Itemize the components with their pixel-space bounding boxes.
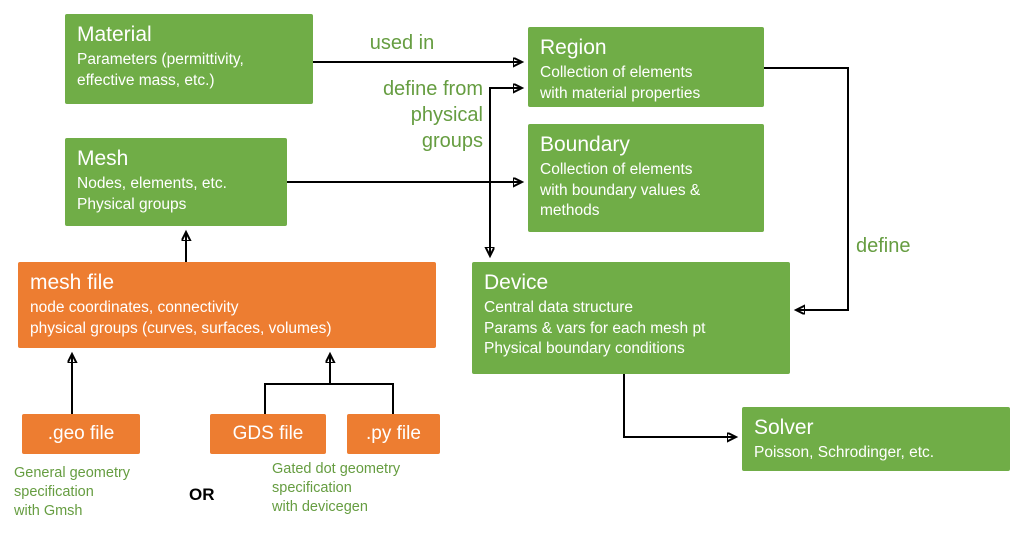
box-solver: Solver Poisson, Schrodinger, etc.: [742, 407, 1010, 471]
box-mesh-body: Nodes, elements, etc. Physical groups: [77, 175, 227, 213]
box-mesh-title: Mesh: [77, 147, 129, 170]
box-material-body: Parameters (permittivity, effective mass…: [77, 51, 244, 89]
box-device-title: Device: [484, 271, 549, 294]
box-mesh-file-title: mesh file: [30, 271, 115, 294]
box-gds-file-title: GDS file: [232, 423, 304, 444]
box-solver-title: Solver: [754, 416, 814, 439]
box-mesh-file: mesh file node coordinates, connectivity…: [18, 262, 436, 348]
box-region-body: Collection of elements with material pro…: [540, 64, 701, 102]
box-boundary-title: Boundary: [540, 133, 630, 156]
box-boundary-body: Collection of elements with boundary val…: [540, 161, 701, 220]
box-device: Device Central data structure Params & v…: [472, 262, 790, 374]
box-material: Material Parameters (permittivity, effec…: [65, 14, 313, 104]
geo-file-note: General geometry specification with Gmsh: [14, 465, 131, 520]
or-label: OR: [189, 485, 215, 504]
edge-label-define: define: [856, 235, 911, 257]
box-py-file-title: .py file: [366, 423, 421, 444]
box-boundary: Boundary Collection of elements with bou…: [528, 124, 764, 232]
gds-py-file-note: Gated dot geometry specification with de…: [272, 461, 401, 516]
box-mesh: Mesh Nodes, elements, etc. Physical grou…: [65, 138, 287, 226]
box-device-body: Central data structure Params & vars for…: [484, 299, 706, 358]
box-gds-file: GDS file: [210, 414, 326, 454]
edge-label-define-from-physical-groups: define from physical groups: [382, 78, 483, 152]
box-region: Region Collection of elements with mater…: [528, 27, 764, 107]
box-mesh-file-body: node coordinates, connectivity physical …: [30, 299, 332, 337]
box-material-title: Material: [77, 23, 152, 46]
arrow-mesh-to-region: [489, 88, 522, 182]
box-solver-body: Poisson, Schrodinger, etc.: [754, 444, 935, 462]
arrow-device-to-solver: [623, 374, 736, 437]
box-geo-file: .geo file: [22, 414, 140, 454]
box-region-title: Region: [540, 36, 607, 59]
connector-gds-py-junction: [264, 383, 394, 414]
box-py-file: .py file: [347, 414, 440, 454]
box-geo-file-title: .geo file: [47, 423, 115, 444]
edge-label-used-in: used in: [369, 32, 435, 54]
